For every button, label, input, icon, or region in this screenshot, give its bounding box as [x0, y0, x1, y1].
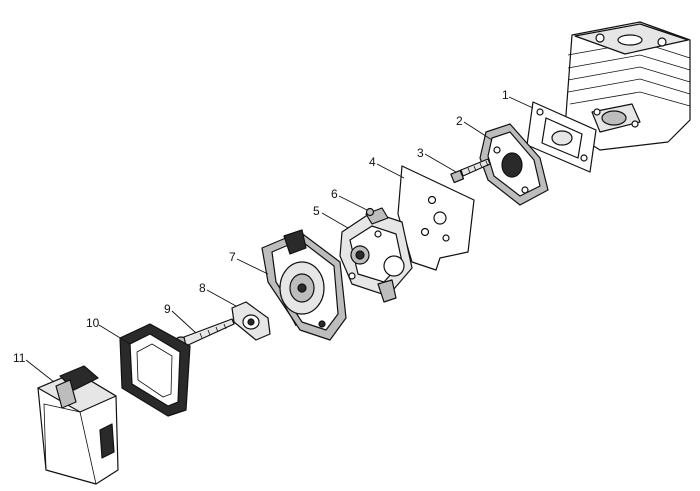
- callout-8: 8: [199, 281, 206, 295]
- callout-1: 1: [502, 88, 509, 102]
- insulator-gasket: [526, 101, 597, 173]
- leader-3: [424, 153, 457, 173]
- nut: [365, 207, 375, 217]
- callout-3: 3: [417, 146, 424, 160]
- callout-11: 11: [13, 351, 26, 365]
- leader-4: [376, 163, 405, 179]
- bolt: [450, 158, 491, 184]
- leader-10: [98, 324, 131, 345]
- leader-5: [321, 212, 349, 229]
- intake-insulator: [479, 123, 549, 206]
- leader-1: [508, 96, 534, 109]
- callout-7: 7: [229, 250, 236, 264]
- callout-9: 9: [164, 302, 171, 316]
- callout-10: 10: [86, 316, 100, 330]
- air-cleaner-base: [261, 229, 347, 341]
- leader-lines: [25, 96, 534, 383]
- choke-plate: [231, 301, 271, 341]
- callout-labels: 1 2 3 4 5 6 7 8 9 10 11: [13, 88, 509, 365]
- cylinder: [564, 21, 691, 151]
- leader-9: [171, 310, 197, 334]
- carburetor: [339, 207, 413, 303]
- leader-11: [25, 359, 55, 383]
- carburetor-gasket: [397, 165, 475, 271]
- air-filter: [119, 323, 191, 417]
- air-cleaner-cover: [37, 365, 119, 485]
- callout-5: 5: [313, 204, 320, 218]
- leader-8: [206, 289, 237, 307]
- leader-7: [236, 258, 269, 275]
- leader-6: [338, 195, 368, 211]
- callout-4: 4: [369, 155, 376, 169]
- callout-2: 2: [456, 114, 463, 128]
- callout-6: 6: [331, 187, 338, 201]
- leader-2: [463, 121, 493, 141]
